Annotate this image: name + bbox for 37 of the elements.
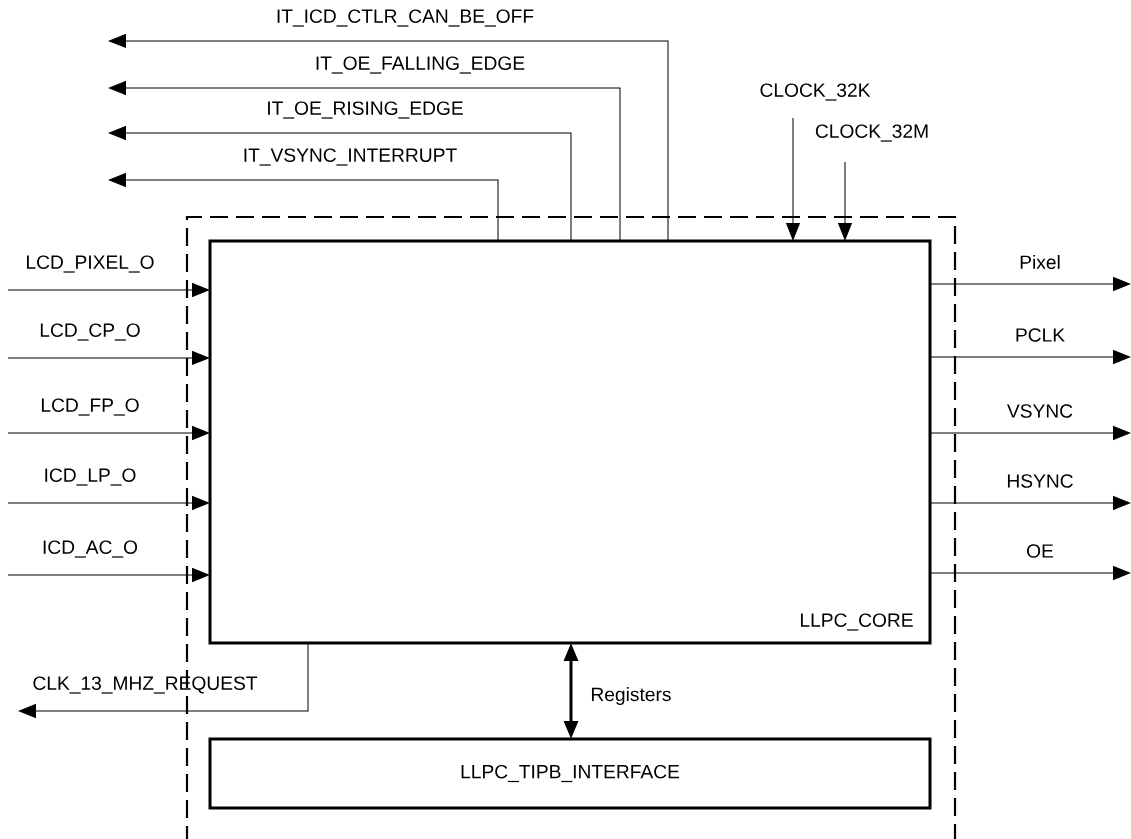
arrow	[929, 566, 1131, 580]
signal-label: CLOCK_32M	[815, 124, 928, 142]
arrow	[7, 351, 210, 365]
signal-label: IT_OE_FALLING_EDGE	[316, 56, 525, 74]
signal-label: IT_OE_RISING_EDGE	[268, 101, 463, 119]
signal-label: ICD_LP_O	[45, 468, 136, 486]
arrow	[929, 277, 1131, 291]
arrow	[929, 350, 1131, 364]
signal-label: LCD_FP_O	[41, 398, 139, 416]
signal-label: LCD_PIXEL_O	[27, 255, 154, 273]
arrow	[7, 426, 210, 440]
arrow	[7, 568, 210, 582]
arrow	[7, 496, 210, 510]
signal-label: IT_ICD_CTLR_CAN_BE_OFF	[277, 9, 534, 27]
arrow	[18, 642, 309, 718]
arrow	[108, 81, 621, 242]
signal-label: CLK_13_MHZ_REQUEST	[33, 676, 258, 694]
arrow	[108, 173, 499, 242]
arrow	[7, 283, 210, 297]
signal-label: CLOCK_32K	[760, 83, 871, 101]
arrow	[838, 161, 852, 241]
signal-label: PCLK	[1016, 328, 1065, 342]
signal-label: LCD_CP_O	[40, 323, 140, 341]
block-box: LLPC_TIPB_INTERFACE	[208, 737, 932, 810]
signal-label: VSYNC	[1007, 404, 1073, 418]
block-box: LLPC_CORE	[208, 239, 932, 645]
signal-label: IT_VSYNC_INTERRUPT	[244, 148, 457, 166]
signal-label: ICD_AC_O	[43, 540, 138, 558]
signal-label: OE	[1027, 544, 1054, 558]
signal-label: HSYNC	[1007, 474, 1073, 488]
arrow	[108, 34, 669, 242]
arrow	[786, 117, 800, 241]
arrow	[929, 426, 1131, 440]
signal-label: Registers	[591, 687, 671, 705]
signal-label: Pixel	[1020, 254, 1060, 270]
arrow	[108, 126, 572, 242]
arrow	[929, 496, 1131, 510]
